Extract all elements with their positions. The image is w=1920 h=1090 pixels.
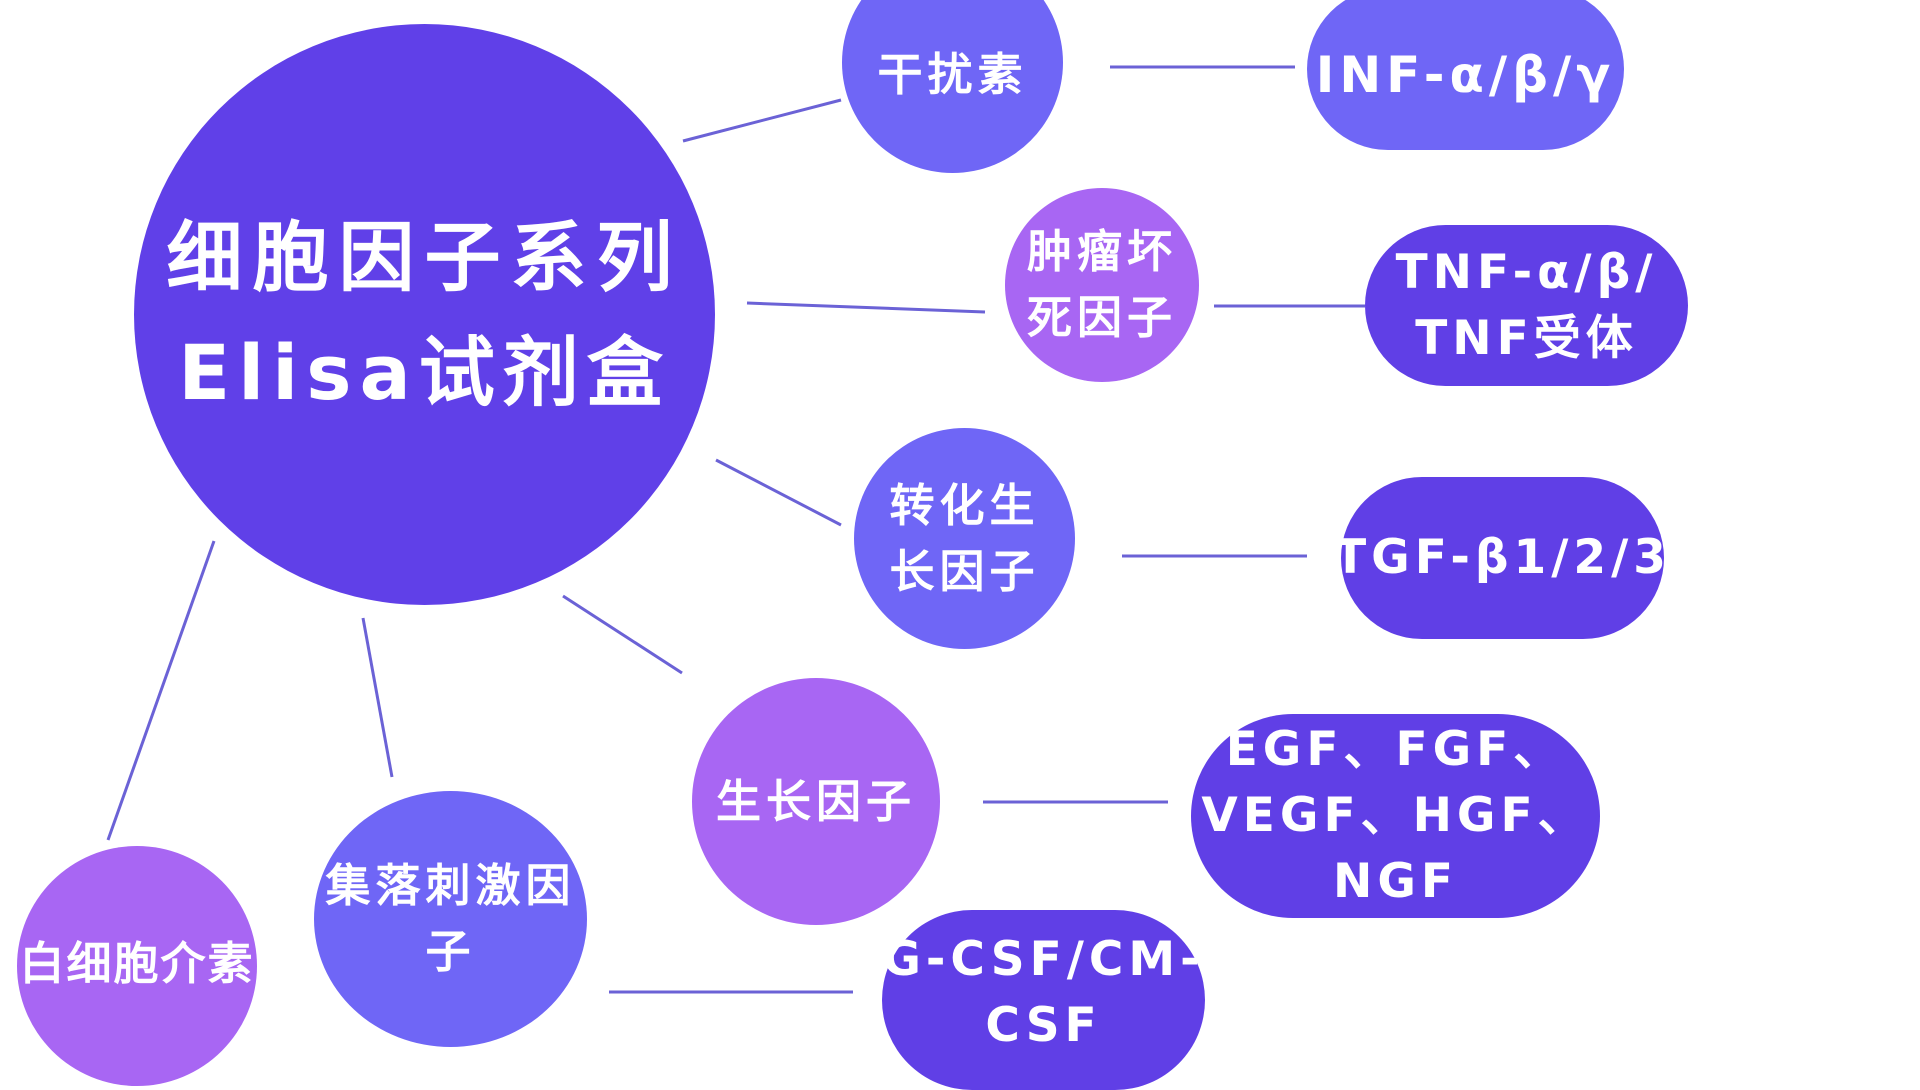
link-center-interferon bbox=[682, 98, 842, 143]
items-tnf-line-1: TNF-α/β/ bbox=[1395, 244, 1658, 300]
category-tnf: 肿瘤坏 死因子 bbox=[1005, 188, 1199, 382]
link-center-tgf bbox=[715, 458, 842, 527]
items-growth-line-2: VEGF、HGF、 bbox=[1201, 788, 1590, 843]
items-tgf: TGF-β1/2/3 bbox=[1334, 477, 1666, 639]
center-title-line-2: Elisa试剂盒 bbox=[178, 327, 671, 417]
category-tgf: 转化生 长因子 bbox=[854, 428, 1075, 649]
category-tgf-label-2: 长因子 bbox=[889, 544, 1040, 598]
category-growth: 生长因子 bbox=[692, 678, 940, 925]
category-tgf-label-1: 转化生 bbox=[889, 478, 1040, 532]
center-node: 细胞因子系列 Elisa试剂盒 bbox=[134, 24, 715, 605]
category-interferon: 干扰素 bbox=[842, 0, 1063, 173]
category-interleukin-label: 白细胞介素 bbox=[19, 937, 255, 990]
category-csf-label-1: 集落刺激因 bbox=[325, 859, 576, 912]
items-csf-line-2: CSF bbox=[985, 998, 1102, 1053]
items-interferon: INF-α/β/γ bbox=[1307, 0, 1624, 150]
items-growth-line-1: EGF、FGF、 bbox=[1225, 722, 1566, 777]
link-center-tnf bbox=[746, 301, 986, 314]
items-csf-line-1: G-CSF/CM- bbox=[882, 932, 1205, 987]
items-csf: G-CSF/CM- CSF bbox=[882, 910, 1205, 1090]
link-center-csf bbox=[361, 617, 394, 778]
category-csf: 集落刺激因 子 bbox=[314, 791, 587, 1047]
category-tnf-label-1: 肿瘤坏 bbox=[1026, 225, 1177, 278]
category-growth-label: 生长因子 bbox=[715, 774, 916, 828]
items-interferon-text: INF-α/β/γ bbox=[1315, 46, 1616, 104]
items-tgf-text: TGF-β1/2/3 bbox=[1334, 530, 1671, 585]
category-csf-label-2: 子 bbox=[425, 925, 476, 978]
link-center-interleukin bbox=[106, 540, 216, 841]
link-center-growth bbox=[562, 594, 683, 675]
items-tnf: TNF-α/β/ TNF受体 bbox=[1365, 225, 1688, 386]
center-title-line-1: 细胞因子系列 bbox=[166, 212, 683, 302]
category-interferon-label: 干扰素 bbox=[877, 47, 1028, 101]
items-growth-line-3: NGF bbox=[1332, 854, 1459, 909]
category-tnf-label-2: 死因子 bbox=[1026, 291, 1177, 344]
category-interleukin: 白细胞介素 bbox=[17, 846, 257, 1086]
items-growth: EGF、FGF、 VEGF、HGF、 NGF bbox=[1191, 714, 1600, 918]
items-tnf-line-2: TNF受体 bbox=[1415, 310, 1638, 366]
